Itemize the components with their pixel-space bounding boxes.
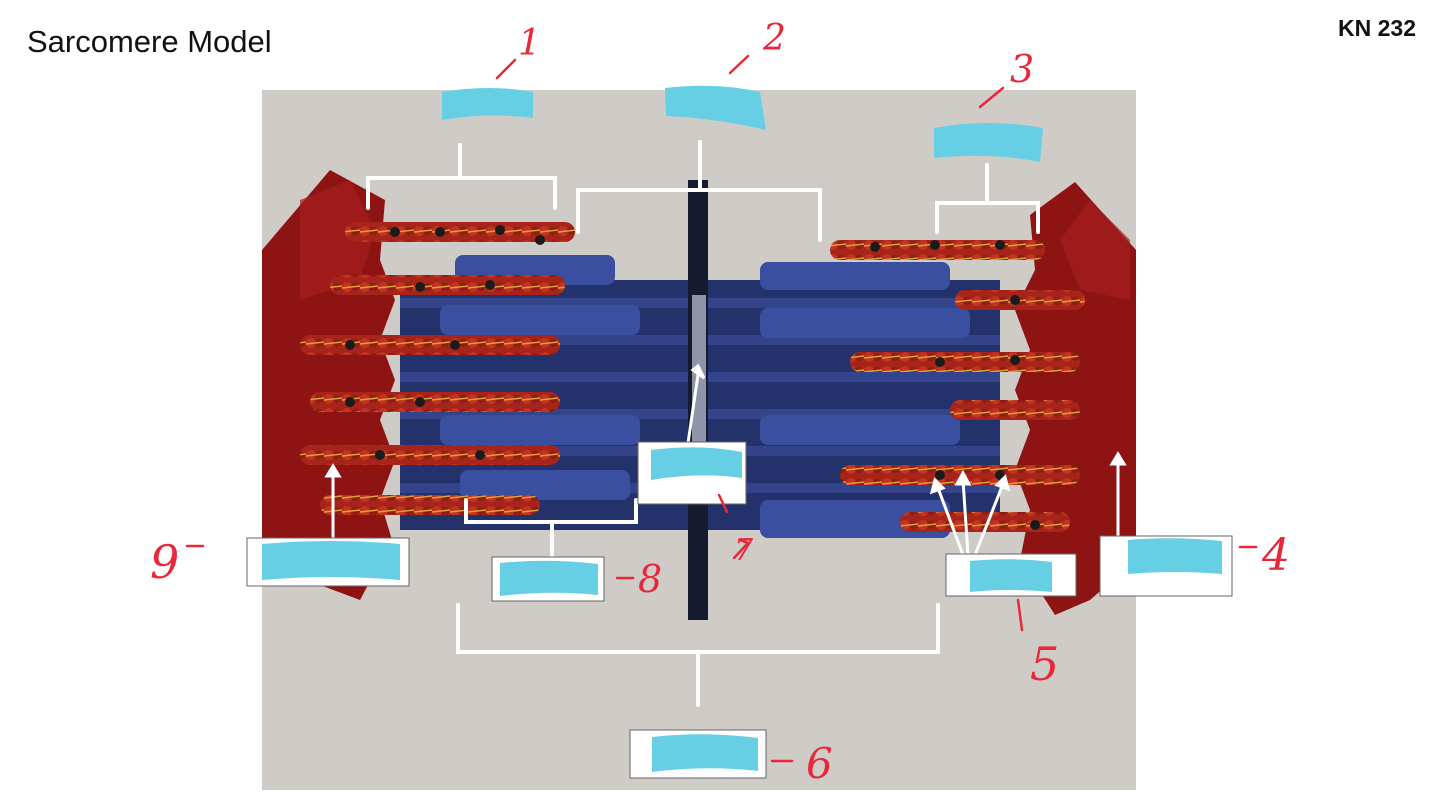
label-box-9	[246, 537, 410, 587]
annotation-strokes	[185, 54, 1258, 763]
label-box-center	[637, 441, 747, 505]
annotation-number-3: 3	[1010, 47, 1034, 91]
annotation-number-4-right: 4	[1261, 530, 1290, 581]
annotation-number-2: 2	[762, 18, 786, 59]
annotation-number-1: 1	[518, 23, 541, 64]
redacted-label-3	[934, 123, 1043, 162]
annotation-number-9-left: 9	[150, 535, 179, 589]
annotation-number-6: 6	[806, 739, 833, 788]
troponin-dots	[345, 225, 1040, 530]
course-code: KN 232	[1338, 15, 1416, 41]
label-box-8	[491, 556, 605, 602]
label-box-4	[1099, 535, 1233, 597]
actin-filaments	[300, 222, 1085, 532]
redacted-label-2	[665, 85, 766, 130]
annotation-number-7: 7	[734, 533, 754, 568]
label-box-6	[629, 729, 767, 779]
pointer-arrows	[324, 363, 1127, 556]
label-box-5	[945, 553, 1077, 597]
page-title: Sarcomere Model	[27, 24, 272, 59]
annotation-number-5: 5	[1030, 637, 1059, 691]
label-brackets	[366, 140, 1040, 707]
annotation-number-8: 8	[638, 557, 662, 601]
redacted-label-1	[442, 88, 533, 120]
